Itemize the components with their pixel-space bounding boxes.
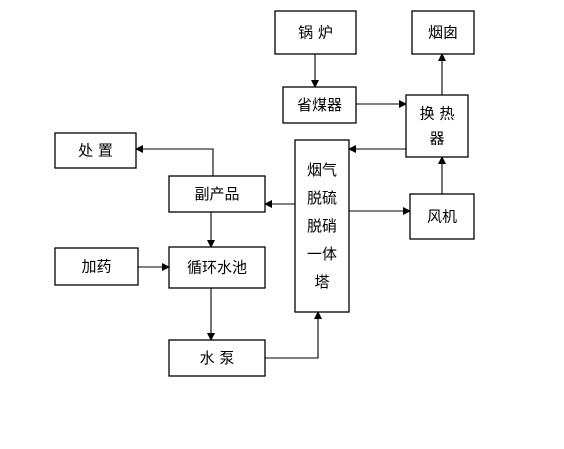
node-chimney: 烟囱 [411, 10, 475, 55]
node-disposal: 处 置 [54, 132, 137, 169]
node-boiler-label: 锅 炉 [298, 24, 333, 42]
edge-pump-to-tower [265, 311, 322, 359]
node-pump-label: 水 泵 [200, 349, 235, 367]
node-heat-exchanger-box [405, 94, 469, 158]
edges-layer [135, 53, 446, 359]
node-disposal-box [54, 132, 137, 169]
node-boiler: 锅 炉 [274, 10, 357, 55]
node-economizer: 省煤器 [282, 86, 357, 124]
nodes-layer: 锅 炉 烟囱省煤器换 热器处 置烟气脱硫脱硝一体塔 副产品风机加药 循环水池水 泵 [54, 10, 475, 377]
node-boiler-box [274, 10, 357, 55]
node-dosing-box [54, 247, 139, 286]
node-disposal-label: 处 置 [78, 142, 113, 160]
node-circulating-pool-label: 循环水池 [187, 259, 247, 277]
edge-byproduct-to-disposal [135, 145, 214, 176]
node-fan-box [409, 193, 475, 240]
node-tower: 烟气脱硫脱硝一体塔 [294, 139, 350, 313]
node-byproduct-label: 副产品 [194, 185, 239, 203]
node-heat-exchanger: 换 热器 [405, 94, 469, 158]
node-pump-box [168, 339, 266, 377]
node-fan-label: 风机 [427, 208, 457, 226]
node-economizer-label: 省煤器 [297, 96, 342, 114]
node-byproduct: 副产品 [168, 175, 266, 213]
node-heat-exchanger-label: 换 热器 [420, 105, 455, 148]
node-chimney-label: 烟囱 [428, 24, 458, 42]
node-dosing: 加药 [54, 247, 139, 286]
node-pump: 水 泵 [168, 339, 266, 377]
node-circulating-pool: 循环水池 [168, 246, 266, 289]
node-economizer-box [282, 86, 357, 124]
node-chimney-box [411, 10, 475, 55]
node-circulating-pool-box [168, 246, 266, 289]
node-fan: 风机 [409, 193, 475, 240]
node-tower-label: 烟气脱硫脱硝一体塔 [307, 161, 337, 291]
node-tower-box [294, 139, 350, 313]
node-byproduct-box [168, 175, 266, 213]
node-dosing-label: 加药 [81, 258, 111, 276]
